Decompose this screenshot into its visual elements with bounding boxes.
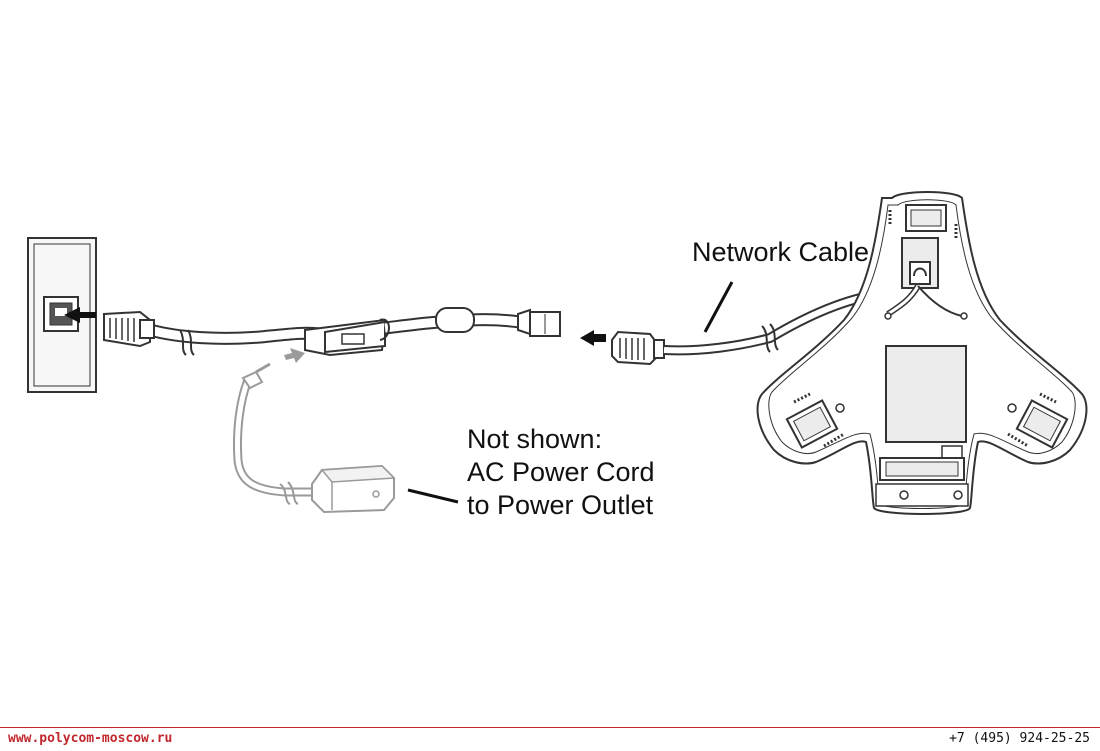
power-cord-note: Not shown: AC Power Cord to Power Outlet: [467, 423, 655, 522]
network-cable-label: Network Cable: [692, 237, 870, 267]
insert-arrow-wall: [64, 307, 96, 323]
power-injector: [304, 318, 387, 357]
insert-arrow-coupler: [580, 330, 606, 346]
connection-diagram: [27, 191, 1088, 515]
power-note-line-1: Not shown:: [467, 424, 603, 454]
ethernet-cable-main: [103, 310, 321, 356]
rj45-plug-wall: [103, 310, 155, 348]
power-note-line-2: AC Power Cord: [467, 457, 655, 487]
insert-arrow-power: [284, 348, 305, 363]
footer-phone: +7 (495) 924-25-25: [949, 731, 1090, 746]
network-label-leader: [703, 281, 734, 333]
injector-cable: [379, 307, 561, 341]
power-adapter: [233, 362, 396, 514]
power-note-line-3: to Power Outlet: [467, 490, 654, 520]
conference-phone: [756, 191, 1088, 515]
cable-coupler: [517, 308, 561, 337]
rj45-plug-phone: [611, 330, 665, 366]
footer-bar: www.polycom-moscow.ru +7 (495) 924-25-25: [0, 727, 1100, 751]
power-label-leader: [407, 488, 459, 504]
footer-website-link[interactable]: www.polycom-moscow.ru: [8, 731, 173, 746]
ferrite-bead: [435, 307, 475, 333]
